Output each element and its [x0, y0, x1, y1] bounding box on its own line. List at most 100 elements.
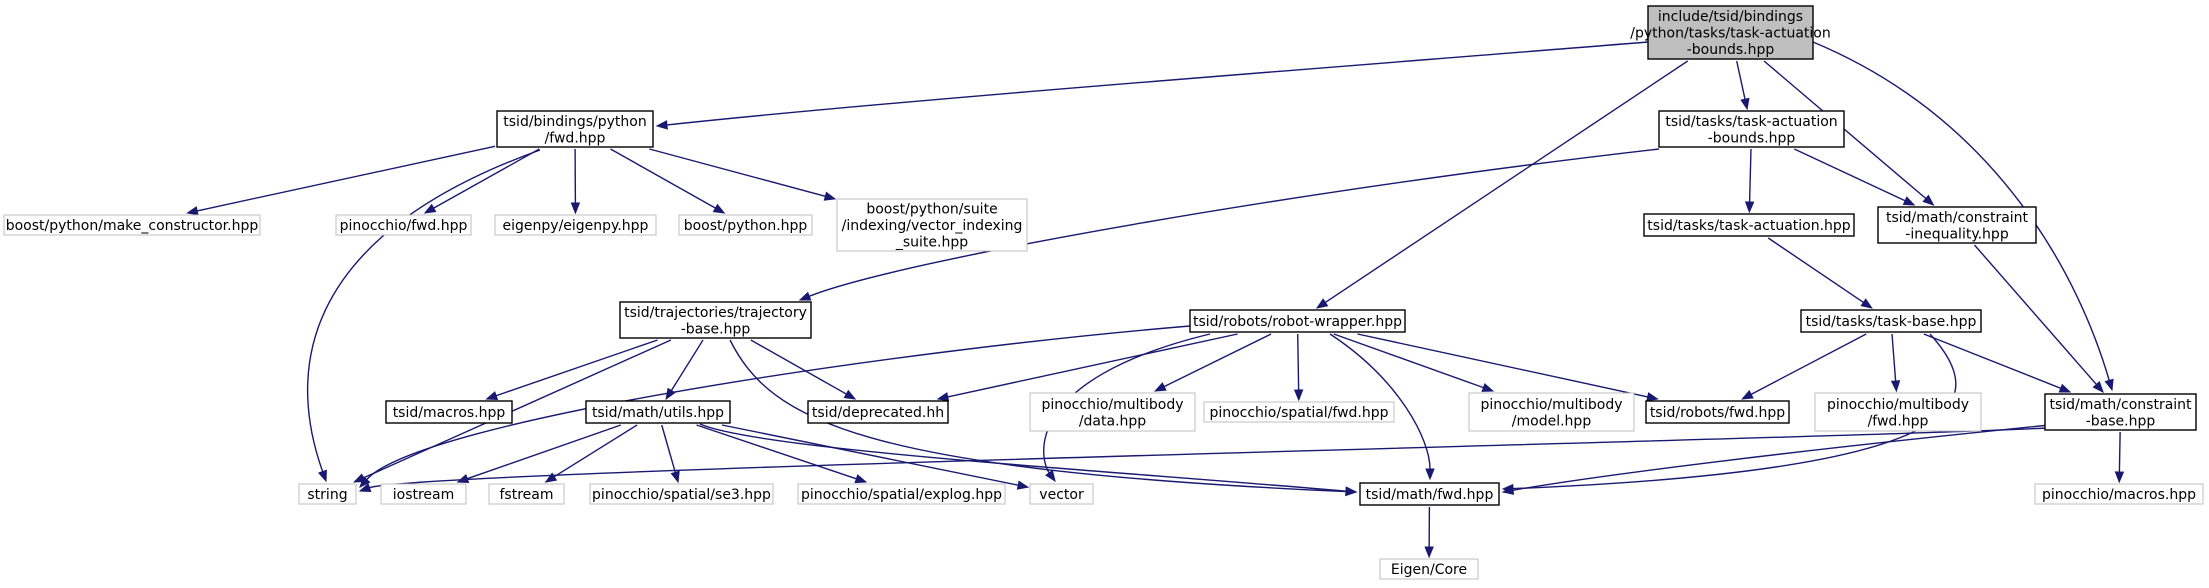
node-traj_base[interactable]: tsid/trajectories/trajectory-base.hpp	[619, 301, 812, 339]
node-root[interactable]: include/tsid/bindings/python/tasks/task-…	[1630, 5, 1831, 60]
edge-line	[1973, 244, 2097, 385]
node-eigen_core[interactable]: Eigen/Core	[1379, 558, 1479, 580]
edge-line	[809, 148, 1660, 297]
arrowhead	[655, 120, 668, 130]
node-label-line: boost/python.hpp	[684, 218, 808, 234]
edge-bind_fwd-to-string	[306, 149, 541, 483]
node-label-line: eigenpy/eigenpy.hpp	[503, 218, 649, 234]
node-pin_mb_model[interactable]: pinocchio/multibody/model.hpp	[1468, 392, 1635, 432]
node-pin_fwd[interactable]: pinocchio/fwd.hpp	[335, 214, 472, 236]
node-box	[1468, 392, 1635, 432]
arrowhead	[1424, 546, 1434, 559]
node-make_ctor[interactable]: boost/python/make_constructor.hpp	[3, 214, 261, 236]
edge-robot_wrap-to-string	[359, 325, 1191, 489]
node-box	[1658, 110, 1845, 148]
node-box	[1189, 309, 1406, 333]
edge-line	[553, 424, 638, 478]
edge-root-to-robot_wrap	[1315, 60, 1689, 309]
arrowhead	[1744, 201, 1755, 214]
node-math_utils[interactable]: tsid/math/utils.hpp	[585, 400, 731, 424]
node-fstream[interactable]: fstream	[488, 483, 565, 505]
edge-con_base-to-string	[358, 427, 2049, 493]
node-pin_mb_fwd[interactable]: pinocchio/multibody/fwd.hpp	[1814, 392, 1982, 432]
node-boost_python[interactable]: boost/python.hpp	[678, 214, 813, 236]
arrowhead	[1740, 97, 1750, 111]
node-box	[807, 400, 949, 424]
edge-math_utils-to-fstream	[544, 424, 638, 483]
node-math_fwd[interactable]: tsid/math/fwd.hpp	[1359, 482, 1500, 506]
arrowhead	[1315, 298, 1329, 309]
node-task_act_bounds[interactable]: tsid/tasks/task-actuation-bounds.hpp	[1658, 110, 1845, 148]
node-explog[interactable]: pinocchio/spatial/explog.hpp	[797, 483, 1006, 505]
node-label-line: tsid/tasks/task-actuation	[1665, 114, 1837, 130]
node-eigenpy[interactable]: eigenpy/eigenpy.hpp	[494, 214, 657, 236]
node-label-line: _suite.hpp	[895, 235, 968, 251]
edge-task_act-to-task_base	[1767, 237, 1873, 309]
edge-line	[750, 339, 847, 395]
node-task_base[interactable]: tsid/tasks/task-base.hpp	[1800, 309, 1982, 333]
node-box	[619, 301, 812, 339]
edge-line	[1891, 333, 1897, 382]
node-box	[1814, 392, 1982, 432]
edge-line	[1923, 333, 2062, 389]
arrowhead	[2114, 471, 2125, 484]
edge-line	[1748, 148, 1752, 203]
node-box	[488, 483, 565, 505]
node-vec_idx[interactable]: boost/python/suite/indexing/vector_index…	[836, 198, 1028, 252]
edge-line	[1297, 333, 1300, 391]
node-con_base[interactable]: tsid/math/constraint-base.hpp	[2044, 393, 2197, 431]
node-box	[1203, 401, 1395, 423]
edge-math_utils-to-math_fwd	[699, 423, 1358, 496]
arrowhead	[423, 203, 437, 214]
node-vector[interactable]: vector	[1029, 483, 1094, 505]
node-box	[1643, 213, 1855, 237]
edge-line	[1763, 60, 1927, 200]
dependency-edges	[186, 41, 2125, 559]
node-pin_sp_fwd[interactable]: pinocchio/spatial/fwd.hpp	[1203, 401, 1395, 423]
node-box	[678, 214, 813, 236]
node-label-line: -base.hpp	[2086, 413, 2156, 429]
node-label-line: /fwd.hpp	[545, 130, 606, 146]
node-bind_fwd[interactable]: tsid/bindings/python/fwd.hpp	[496, 110, 654, 148]
node-label-line: -bounds.hpp	[1687, 42, 1775, 58]
node-task_act[interactable]: tsid/tasks/task-actuation.hpp	[1643, 213, 1855, 237]
node-label-line: /fwd.hpp	[1868, 413, 1929, 429]
edge-robot_wrap-to-pin_mb_model	[1333, 333, 1495, 392]
node-deprecated[interactable]: tsid/deprecated.hh	[807, 400, 949, 424]
node-label-line: vector	[1039, 487, 1084, 503]
node-robots_fwd[interactable]: tsid/robots/fwd.hpp	[1645, 400, 1790, 424]
node-box	[2034, 483, 2204, 505]
node-label-line: Eigen/Core	[1391, 562, 1467, 578]
arrowhead	[1741, 389, 1754, 400]
edge-line	[666, 41, 1649, 126]
edge-con_base-to-pin_macros	[2114, 431, 2125, 484]
file-nodes: include/tsid/bindings/python/tasks/task-…	[3, 5, 2204, 580]
edge-traj_base-to-macros	[485, 339, 658, 401]
node-string[interactable]: string	[298, 483, 357, 505]
arrowhead	[1922, 194, 1935, 206]
arrowhead	[318, 469, 327, 483]
node-label-line: /python/tasks/task-actuation	[1630, 26, 1830, 42]
edge-bind_fwd-to-pin_fwd	[423, 148, 540, 214]
node-pin_mb_data[interactable]: pinocchio/multibody/data.hpp	[1029, 392, 1196, 432]
node-box	[385, 400, 513, 424]
arrowhead	[2092, 380, 2104, 394]
arrowhead	[712, 203, 726, 214]
edge-math_utils-to-se3	[661, 424, 680, 484]
node-box	[1029, 483, 1094, 505]
node-con_ineq[interactable]: tsid/math/constraint-inequality.hpp	[1877, 206, 2037, 244]
node-pin_macros[interactable]: pinocchio/macros.hpp	[2034, 483, 2204, 505]
arrowhead	[359, 476, 371, 489]
node-label-line: tsid/bindings/python	[503, 114, 646, 130]
node-macros[interactable]: tsid/macros.hpp	[385, 400, 513, 424]
arrowhead	[854, 474, 868, 484]
node-robot_wrap[interactable]: tsid/robots/robot-wrapper.hpp	[1189, 309, 1406, 333]
edge-line	[363, 339, 672, 479]
node-label-line: boost/python/suite	[866, 202, 997, 218]
edge-root-to-bind_fwd	[655, 41, 1649, 130]
edge-line	[196, 145, 496, 212]
node-label-line: tsid/trajectories/trajectory	[624, 305, 807, 321]
node-box	[1359, 482, 1500, 506]
node-se3[interactable]: pinocchio/spatial/se3.hpp	[589, 483, 774, 505]
node-iostream[interactable]: iostream	[380, 483, 467, 505]
